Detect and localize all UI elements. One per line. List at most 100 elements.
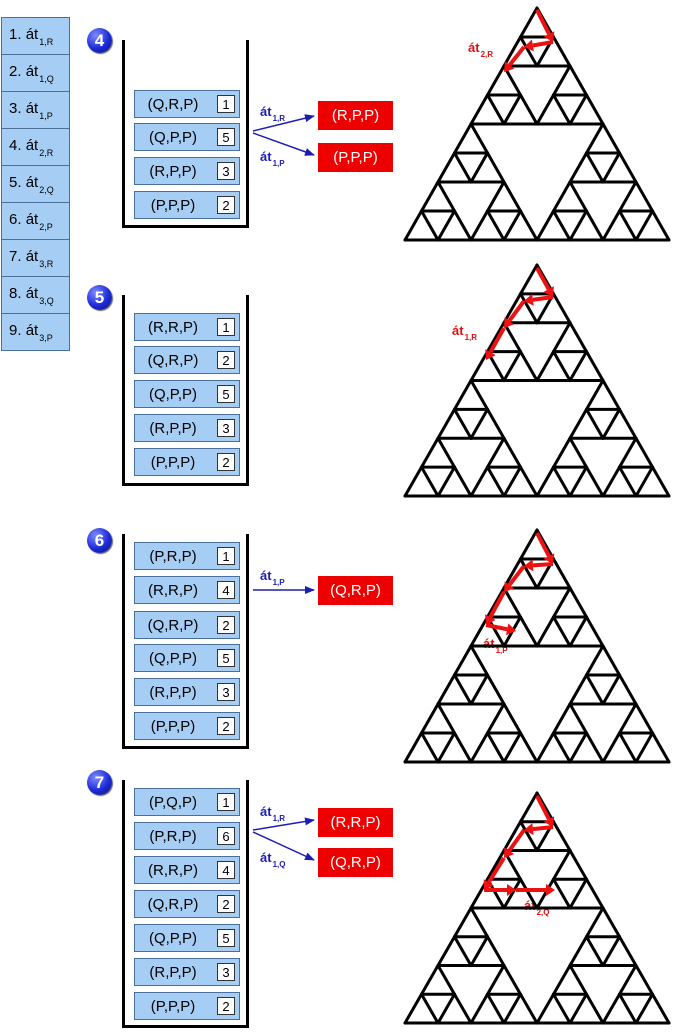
- stack-item-number: 4: [217, 861, 235, 879]
- stack-item-label: (R,P,P): [149, 420, 197, 437]
- triangle-edge: [585, 379, 605, 411]
- triangle-edge: [420, 180, 440, 213]
- path-arrow: [485, 623, 516, 636]
- triangle-edge: [453, 209, 473, 242]
- triangle-edge: [453, 673, 473, 706]
- triangle-edge: [436, 436, 456, 469]
- triangle-edge: [420, 465, 440, 498]
- triangle-edge: [469, 731, 489, 764]
- stack-item-number: 2: [217, 997, 235, 1015]
- triangle-edge: [403, 209, 423, 242]
- triangle-edge: [552, 731, 572, 764]
- triangle-edge: [502, 877, 522, 910]
- triangle-edge: [469, 93, 489, 126]
- triangle-edge: [519, 528, 539, 561]
- stack-item-label: (P,R,P): [149, 828, 197, 845]
- triangle-edge: [519, 791, 539, 824]
- triangle-edge: [403, 992, 423, 1025]
- step-badge: 7: [87, 770, 112, 795]
- stack-item: (P,Q,P)1: [134, 788, 240, 816]
- triangle-edge: [502, 820, 522, 852]
- triangle-edge: [585, 992, 605, 1025]
- triangle-edge: [469, 151, 489, 184]
- triangle-edge: [601, 379, 621, 411]
- step-badge: 6: [87, 528, 112, 553]
- stack-item: (Q,P,P)5: [134, 380, 240, 408]
- triangle-edge: [486, 702, 506, 735]
- triangle-edge: [535, 350, 555, 382]
- triangle-edge: [618, 992, 638, 1025]
- triangle-edge: [568, 702, 588, 735]
- stack-item-label: (P,P,P): [150, 718, 196, 735]
- stack-item: (R,R,P)4: [134, 856, 240, 884]
- triangle-edge: [436, 673, 456, 706]
- triangle-edge: [651, 209, 671, 242]
- triangle-edge: [519, 209, 539, 242]
- stack-item-label: (R,P,P): [149, 684, 197, 701]
- triangle-edge: [453, 906, 473, 939]
- stack-item-number: 5: [217, 128, 235, 146]
- transition-label: át1,R: [260, 804, 286, 823]
- triangle-edge: [618, 964, 638, 996]
- triangle-edge: [486, 964, 506, 996]
- legend-item: 1. át1,R: [1, 17, 70, 55]
- triangle-edge: [502, 321, 522, 354]
- triangle-edge: [568, 407, 588, 440]
- triangle-edge: [585, 407, 605, 440]
- triangle-edge: [486, 151, 506, 184]
- triangle-edge: [519, 350, 539, 382]
- stack-item-number: 2: [217, 717, 235, 735]
- stack-item: (P,R,P)6: [134, 822, 240, 850]
- solution-path: [485, 267, 554, 360]
- triangle-edge: [634, 702, 654, 735]
- triangle-edge: [585, 906, 605, 939]
- triangle-edge: [601, 407, 621, 440]
- expanded-state-box: (R,R,P): [318, 808, 393, 837]
- stack-item: (P,R,P)1: [134, 542, 240, 570]
- triangle-edge: [585, 615, 605, 648]
- stack-bucket: (P,Q,P)1 (P,R,P)6 (R,R,P)4 (Q,R,P)2 (Q,P…: [122, 780, 249, 1028]
- triangle-edge: [486, 673, 506, 706]
- triangle-edge: [420, 702, 440, 735]
- triangle-edge: [568, 436, 588, 469]
- stack-item: (R,P,P)3: [134, 157, 240, 185]
- stack-item: (Q,R,P)1: [134, 90, 240, 118]
- triangle-edge: [634, 992, 654, 1025]
- path-arrow: [524, 293, 554, 306]
- triangle-edge: [535, 877, 555, 910]
- triangle-edge: [601, 935, 621, 967]
- triangle-edge: [436, 935, 456, 967]
- stack-item: (Q,P,P) 5: [134, 644, 240, 672]
- triangle-edge: [519, 263, 539, 296]
- step-badge: 4: [87, 28, 112, 53]
- triangle-edge: [436, 731, 456, 764]
- triangle-edge: [469, 379, 489, 411]
- triangle-edge: [519, 557, 539, 590]
- triangle-edge: [519, 877, 539, 910]
- stack-item-label: (Q,P,P): [148, 650, 198, 667]
- stack-item-number: 3: [217, 419, 235, 437]
- triangle-edge: [486, 586, 506, 619]
- legend-item: 7. át3,R: [1, 239, 70, 277]
- triangle-edge: [469, 615, 489, 648]
- stack-item-number: 2: [217, 616, 235, 634]
- triangle-edge: [453, 379, 473, 411]
- triangle-edge: [486, 64, 506, 97]
- triangle-edge: [436, 151, 456, 184]
- stack-item-number: 5: [217, 649, 235, 667]
- stack-item-label: (Q,P,P): [148, 386, 198, 403]
- stack-item-number: 1: [217, 547, 235, 565]
- triangle-edge: [618, 436, 638, 469]
- sierpinski-triangle: [403, 263, 671, 498]
- triangle-edge: [535, 209, 555, 242]
- legend-item: 3. át1,P: [1, 91, 70, 129]
- triangle-edge: [453, 122, 473, 155]
- stack-item-number: 3: [217, 683, 235, 701]
- triangle-edge: [568, 321, 588, 354]
- expanded-state-box: (P,P,P): [318, 143, 393, 172]
- triangle-edge: [634, 209, 654, 242]
- triangle-move-label: át2,R: [468, 40, 494, 59]
- stack-item: (P,P,P) 2: [134, 712, 240, 740]
- path-arrow: [504, 299, 526, 328]
- triangle-edge: [585, 350, 605, 382]
